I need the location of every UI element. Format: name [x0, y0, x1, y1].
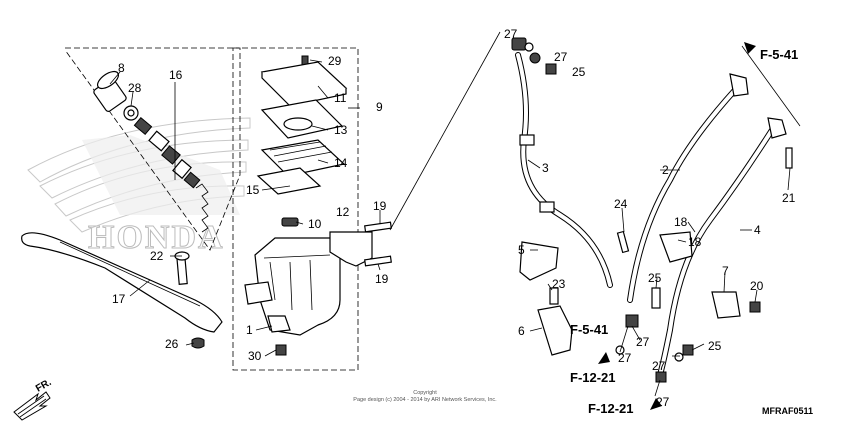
callout-7: 7 — [722, 264, 729, 278]
copyright-line-2: Page design (c) 2004 - 2014 by ARI Netwo… — [353, 397, 497, 403]
master-cylinder-body — [244, 221, 392, 356]
copyright-line-1: Copyright — [413, 390, 437, 396]
bracket-6 — [537, 305, 573, 356]
callout-27c: 27 — [636, 335, 650, 349]
bolt-19b — [364, 255, 392, 267]
callout-5: 5 — [518, 243, 525, 257]
callout-24: 24 — [614, 197, 628, 211]
callout-27a: 27 — [504, 27, 518, 41]
callout-25c: 25 — [708, 339, 722, 353]
assembly-box-9 — [232, 47, 359, 371]
callout-17: 17 — [112, 292, 126, 306]
callout-27f: 27 — [656, 395, 670, 409]
callout-18b: 18 — [688, 235, 702, 249]
right-hardware — [519, 42, 793, 383]
callout-12: 12 — [336, 205, 350, 219]
piston-assembly — [93, 70, 209, 233]
reservoir-cap-stack — [256, 55, 348, 227]
callout-27d: 27 — [618, 351, 632, 365]
callout-8: 8 — [118, 61, 125, 75]
callout-22: 22 — [150, 249, 164, 263]
callout-25a: 25 — [572, 65, 586, 79]
callout-19a: 19 — [373, 199, 387, 213]
callout-21: 21 — [782, 191, 796, 205]
front-label: FR. — [34, 377, 54, 395]
bracket-5 — [519, 241, 559, 281]
diagram-code: MFRAF0511 — [762, 406, 813, 416]
ref-label-f-12-21-left: F-12-21 — [570, 370, 616, 385]
callout-1: 1 — [246, 323, 253, 337]
joint-7 — [711, 291, 741, 319]
callout-28: 28 — [128, 81, 142, 95]
callout-16: 16 — [169, 68, 183, 82]
bolt-30 — [275, 344, 287, 356]
callout-18a: 18 — [674, 215, 688, 229]
nut-26 — [191, 337, 205, 349]
callout-30: 30 — [248, 349, 262, 363]
ref-arrow-2 — [598, 352, 610, 364]
leader-lines — [109, 31, 801, 397]
callout-9: 9 — [376, 100, 383, 114]
honda-wing-watermark — [27, 117, 251, 233]
callout-23: 23 — [552, 277, 566, 291]
callout-10: 10 — [308, 217, 322, 231]
holder-12 — [329, 231, 373, 267]
ref-label-f-5-41-top: F-5-41 — [760, 47, 798, 62]
assembly-box-16 — [64, 47, 241, 251]
callout-6: 6 — [518, 324, 525, 338]
callout-25b: 25 — [648, 271, 662, 285]
ref-label-f-12-21-right: F-12-21 — [588, 401, 634, 416]
callout-27b: 27 — [554, 50, 568, 64]
brake-hose-3 — [511, 37, 613, 288]
brake-hose-2 — [627, 73, 749, 303]
callout-numbers: 27 27 25 29 9 11 13 14 15 10 12 19 19 1 … — [112, 27, 796, 409]
ref-arrow-3 — [650, 398, 662, 410]
callout-27e: 27 — [652, 359, 666, 373]
callout-11: 11 — [334, 91, 347, 105]
callout-14: 14 — [334, 156, 348, 170]
brake-lever — [21, 232, 223, 333]
callout-13: 13 — [334, 123, 348, 137]
callout-3: 3 — [542, 161, 549, 175]
callout-20: 20 — [750, 279, 764, 293]
callout-26: 26 — [165, 337, 179, 351]
callout-4: 4 — [754, 223, 761, 237]
front-arrow-icon — [13, 391, 51, 421]
ref-label-f-5-41-mid: F-5-41 — [570, 322, 608, 337]
callout-19b: 19 — [375, 272, 389, 286]
bolt-19a — [364, 221, 392, 233]
callout-2: 2 — [662, 163, 669, 177]
ref-arrow-1 — [744, 42, 756, 54]
callout-29: 29 — [328, 54, 342, 68]
callout-15: 15 — [246, 183, 260, 197]
